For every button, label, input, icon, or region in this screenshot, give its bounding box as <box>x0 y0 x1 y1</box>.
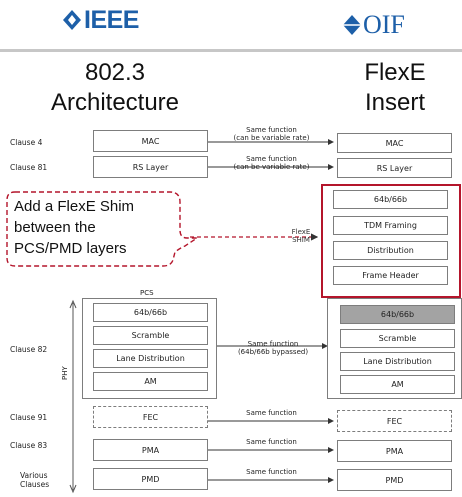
mac-function-line1: Same function <box>246 126 297 134</box>
callout-bubble <box>6 191 200 267</box>
ieee-logo: IEEE <box>60 6 170 36</box>
ieee-logo-text: IEEE <box>84 6 139 34</box>
clause-82-label: Clause 82 <box>10 345 48 354</box>
mac-function-text: Same function (can be variable rate) <box>214 126 329 142</box>
left-am-box: AM <box>93 372 208 391</box>
left-mac-box: MAC <box>93 130 208 152</box>
callout-text: Add a FlexE Shim between the PCS/PMD lay… <box>14 196 184 259</box>
rs-function-line1: Same function <box>246 155 297 163</box>
heading-right-line1: FlexE <box>364 59 426 86</box>
right-pmd-box: PMD <box>337 469 452 491</box>
pmd-function-text: Same function <box>246 468 297 476</box>
rs-function-text: Same function (can be variable rate) <box>214 155 329 171</box>
left-pmd-box: PMD <box>93 468 208 490</box>
heading-left-line1: 802.3 <box>84 59 146 86</box>
clause-83-label: Clause 83 <box>10 441 48 450</box>
right-fec-box: FEC <box>337 410 452 432</box>
pma-function-text: Same function <box>246 438 297 446</box>
right-64b66b-box: 64b/66b <box>340 305 455 324</box>
flexe-shim-line2: SHIM <box>292 236 310 244</box>
pcs-function-line2: (64b/66b bypassed) <box>237 348 309 356</box>
right-shim-64b66b-box: 64b/66b <box>333 190 448 209</box>
callout-line2: between the <box>14 219 96 236</box>
callout-line1: Add a FlexE Shim <box>14 198 135 215</box>
flexe-shim-label: FlexE SHIM <box>281 228 321 244</box>
right-mac-box: MAC <box>337 133 452 153</box>
rs-function-line2: (can be variable rate) <box>233 163 310 171</box>
right-lane-distribution-box: Lane Distribution <box>340 352 455 371</box>
flexe-shim-frame <box>321 184 461 298</box>
phy-label: PHY <box>61 366 69 380</box>
clause-81-label: Clause 81 <box>10 163 48 172</box>
various-clauses-label-1: Various <box>20 471 48 480</box>
left-fec-box: FEC <box>93 406 208 428</box>
right-pma-box: PMA <box>337 440 452 462</box>
right-scramble-box: Scramble <box>340 329 455 348</box>
pcs-function-text: Same function (64b/66b bypassed) <box>218 340 328 356</box>
left-scramble-box: Scramble <box>93 326 208 345</box>
oif-diamond-icon <box>343 15 361 35</box>
top-divider <box>0 49 462 52</box>
left-64b66b-box: 64b/66b <box>93 303 208 322</box>
left-rs-layer-box: RS Layer <box>93 156 208 178</box>
right-rs-layer-box: RS Layer <box>337 158 452 178</box>
pcs-label: PCS <box>140 289 154 297</box>
heading-left-line2: Architecture <box>50 89 180 116</box>
right-frame-header-box: Frame Header <box>333 266 448 285</box>
right-am-box: AM <box>340 375 455 394</box>
oif-logo-text: OIF <box>363 10 405 39</box>
phy-bracket-top-arrow <box>69 299 77 309</box>
pcs-function-line1: Same function <box>247 340 299 348</box>
clause-4-label: Clause 4 <box>10 138 43 147</box>
left-lane-distribution-box: Lane Distribution <box>93 349 208 368</box>
flexe-shim-line1: FlexE <box>291 228 311 236</box>
clause-91-label: Clause 91 <box>10 413 48 422</box>
phy-bracket-bottom-arrow <box>69 484 77 494</box>
callout-line3: PCS/PMD layers <box>14 240 127 257</box>
oif-logo: OIF <box>338 10 428 40</box>
mac-function-line2: (can be variable rate) <box>233 134 310 142</box>
fec-function-text: Same function <box>246 409 297 417</box>
right-distribution-box: Distribution <box>333 241 448 260</box>
various-clauses-label-2: Clauses <box>20 480 50 489</box>
ieee-diamond-icon <box>63 10 81 30</box>
right-tdm-framing-box: TDM Framing <box>333 216 448 235</box>
heading-right-line2: Insert <box>364 89 426 116</box>
left-pma-box: PMA <box>93 439 208 461</box>
